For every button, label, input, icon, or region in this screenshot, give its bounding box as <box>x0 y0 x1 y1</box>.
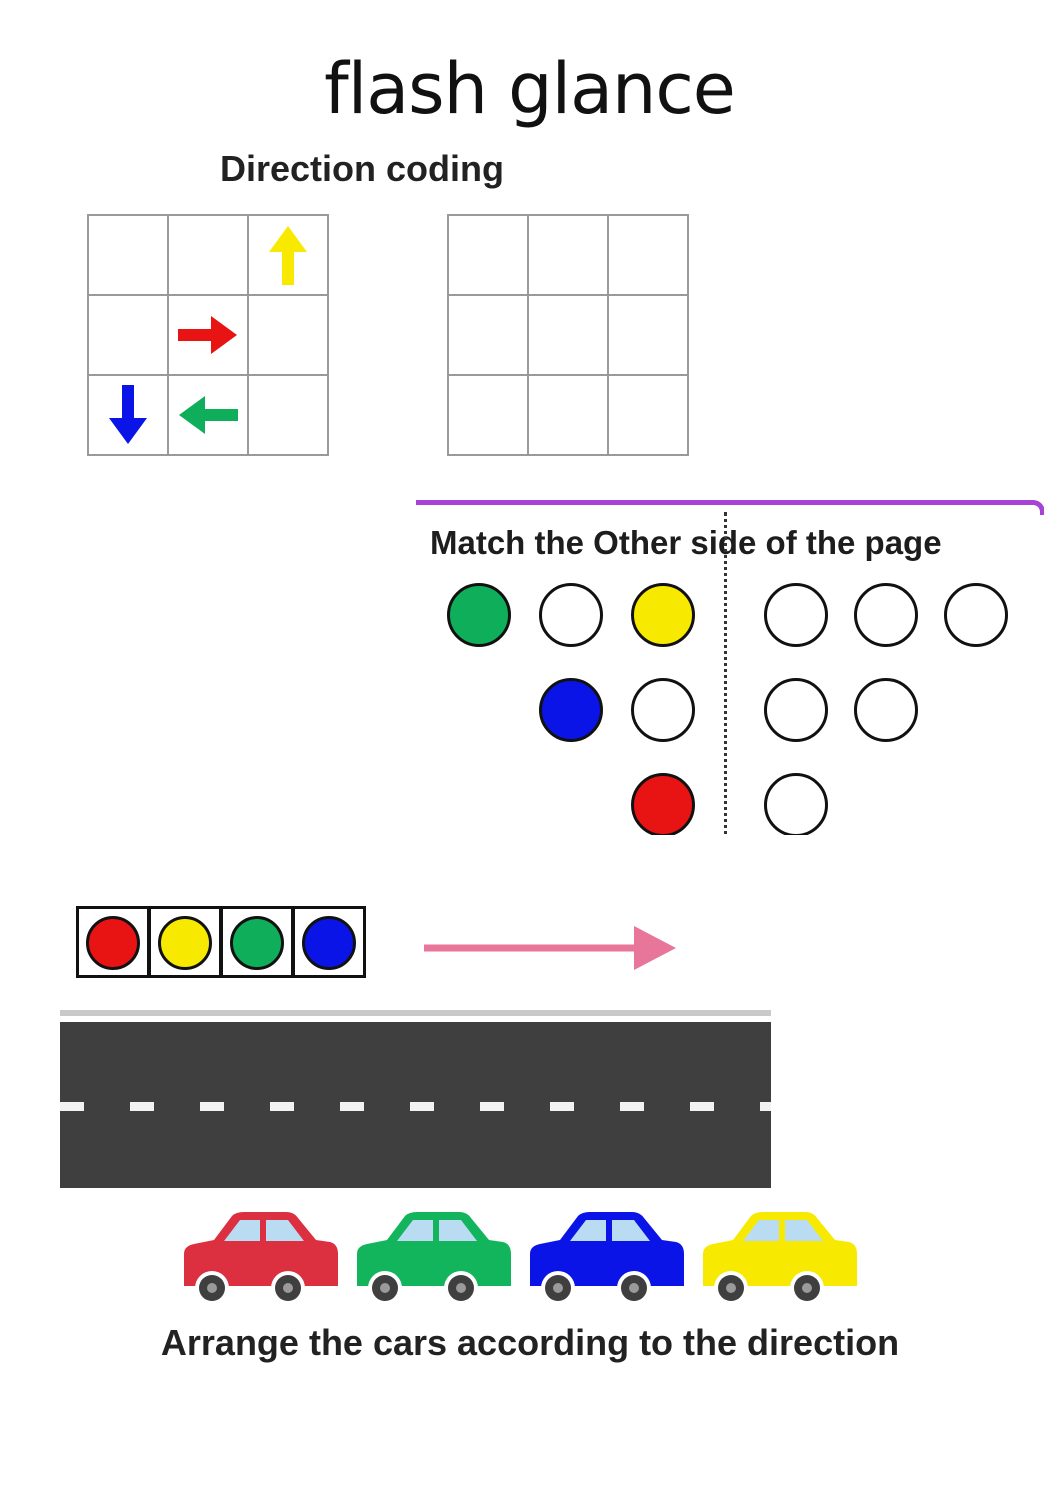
grid-cell <box>249 216 329 296</box>
sequence-dot <box>230 916 284 970</box>
road-edge <box>60 1010 771 1016</box>
dotted-divider <box>724 512 727 835</box>
sequence-dot <box>302 916 356 970</box>
match-circle[interactable] <box>854 678 918 742</box>
grid-cell <box>89 216 169 296</box>
left-arrow-icon <box>179 396 238 434</box>
match-circle <box>631 583 695 647</box>
lane-dash <box>200 1102 224 1111</box>
match-circle[interactable] <box>764 678 828 742</box>
grid-cell <box>89 376 169 456</box>
section-heading: Direction coding <box>220 148 505 189</box>
match-circle[interactable] <box>854 583 918 647</box>
lane-dash <box>690 1102 714 1111</box>
lane-dash <box>480 1102 504 1111</box>
match-circle <box>631 773 695 835</box>
sequence-dot <box>86 916 140 970</box>
instruction-text: Arrange the cars according to the direct… <box>160 1322 900 1363</box>
grid-cell[interactable] <box>529 216 609 296</box>
lane-dash <box>270 1102 294 1111</box>
match-circle[interactable] <box>764 583 828 647</box>
car-icon[interactable] <box>353 1208 513 1312</box>
grid-cell[interactable] <box>449 216 529 296</box>
up-arrow-icon <box>269 226 307 285</box>
lane-dash <box>620 1102 644 1111</box>
car-icon[interactable] <box>526 1208 686 1312</box>
car-icon[interactable] <box>180 1208 340 1312</box>
grid-cell[interactable] <box>609 216 689 296</box>
lane-dash <box>130 1102 154 1111</box>
panel-border <box>416 500 1044 515</box>
lane-dash <box>340 1102 364 1111</box>
sequence-box <box>76 906 150 978</box>
grid-cell <box>249 296 329 376</box>
sequence-box <box>148 906 222 978</box>
sequence-dot <box>158 916 212 970</box>
grid-cell <box>89 296 169 376</box>
grid-cell[interactable] <box>609 376 689 456</box>
match-circle <box>447 583 511 647</box>
lane-dash <box>760 1102 771 1111</box>
match-circle[interactable] <box>944 583 1008 647</box>
down-arrow-icon <box>109 385 147 444</box>
blank-direction-grid[interactable] <box>447 214 689 456</box>
right-arrow-icon <box>178 316 237 354</box>
match-circle[interactable] <box>764 773 828 835</box>
match-circle <box>539 583 603 647</box>
grid-cell[interactable] <box>609 296 689 376</box>
direction-arrow-icon <box>424 926 676 970</box>
sequence-box <box>292 906 366 978</box>
lane-dash <box>550 1102 574 1111</box>
match-heading: Match the Other side of the page <box>430 524 942 561</box>
car-icon[interactable] <box>699 1208 859 1312</box>
grid-cell[interactable] <box>449 376 529 456</box>
grid-cell[interactable] <box>529 296 609 376</box>
match-circle <box>631 678 695 742</box>
lane-dash <box>410 1102 434 1111</box>
sequence-box <box>220 906 294 978</box>
grid-cell[interactable] <box>449 296 529 376</box>
grid-cell <box>169 296 249 376</box>
grid-cell <box>169 376 249 456</box>
lane-dash <box>60 1102 84 1111</box>
example-direction-grid <box>87 214 329 456</box>
grid-cell[interactable] <box>529 376 609 456</box>
match-panel: Match the Other side of the page <box>416 500 1044 835</box>
grid-cell <box>249 376 329 456</box>
grid-cell <box>169 216 249 296</box>
road <box>60 1022 771 1188</box>
page-title: flash glance <box>324 48 736 130</box>
match-circle <box>539 678 603 742</box>
